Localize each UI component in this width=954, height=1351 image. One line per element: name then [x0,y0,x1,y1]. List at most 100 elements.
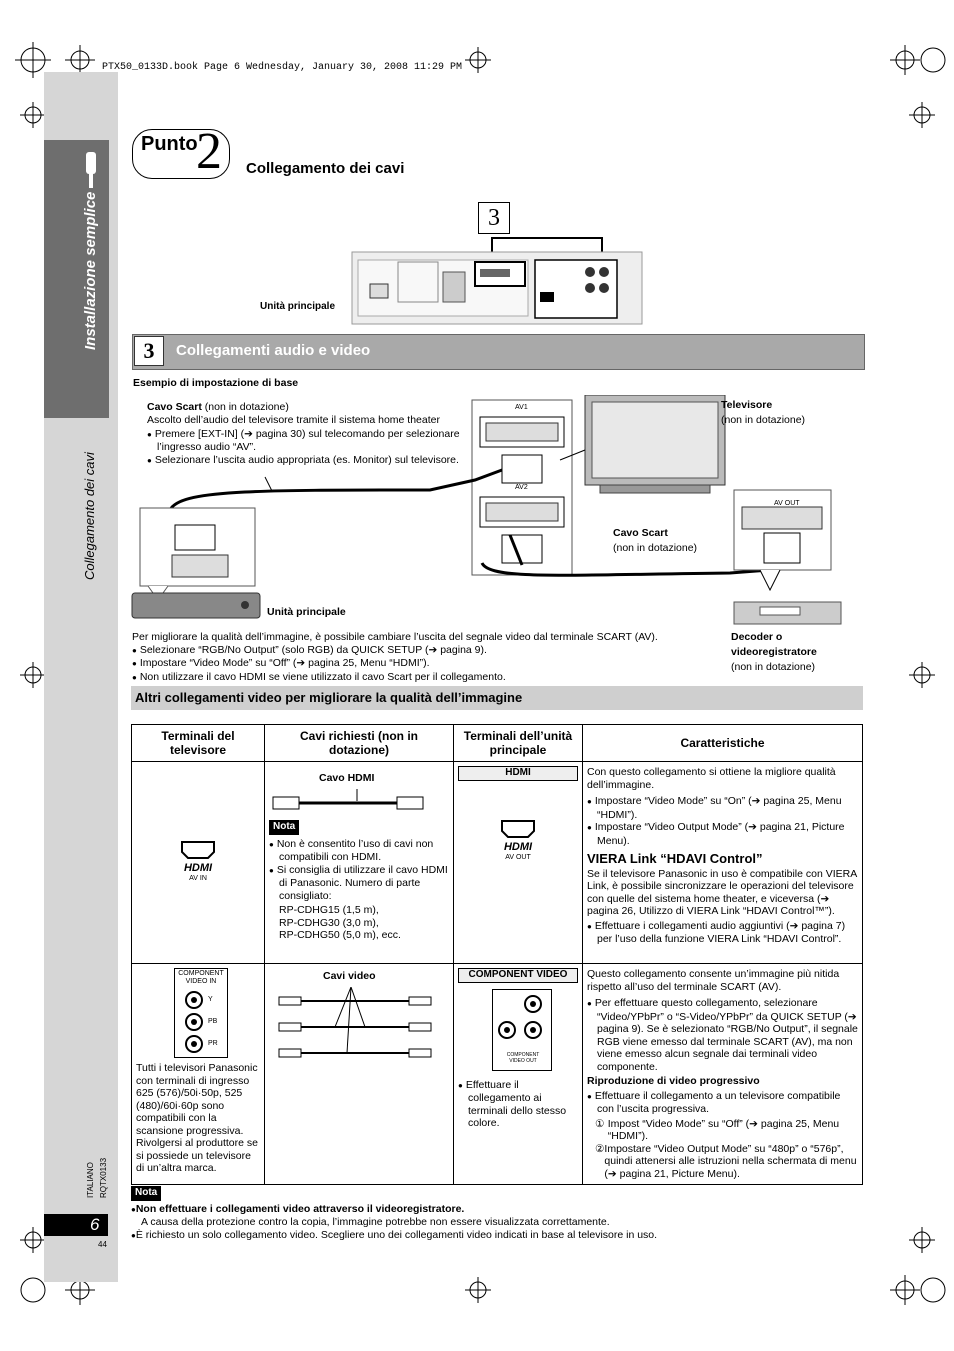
av1-label: AV1 [515,404,528,411]
hdmi-cable-icon [272,788,424,809]
step-word: Punto [141,133,198,155]
quality-text: Per migliorare la qualità dell’immagine,… [132,631,722,684]
header-unit-terminals: Terminali dell’unità principale [453,724,583,762]
cell-hdmi-cable: Cavo HDMI Nota Non è consentito l’uso di… [264,761,454,964]
prog-title: Riproduzione di video progressivo [587,1075,760,1087]
sidebar-code: RQTX0133 [99,1157,108,1198]
plug-icon [86,152,96,188]
table-header-row: Terminali del televisore Cavi richiesti … [131,724,863,762]
main-unit-label-2: Unità principale [267,606,346,618]
quality-bullet-3: Non utilizzare il cavo HDMI se viene uti… [140,671,722,685]
bottom-nota-label: Nota [131,1186,162,1201]
bottom-bullet-marker-1: ● [131,1204,136,1214]
comp-unit-label: COMPONENT VIDEO [458,968,578,983]
quality-bullet-1: Selezionare “RGB/No Output” (solo RGB) d… [140,644,722,658]
component-out-jacks-icon [498,994,542,1039]
hdmi-unit-terminal: AV OUT [505,854,531,861]
comp-pr: PR [208,1039,218,1047]
comp-y: Y [208,995,213,1003]
sidebar-lang: ITALIANO [86,1162,95,1198]
tv-label-note: (non in dotazione) [721,414,806,426]
cell-comp-unit: COMPONENT VIDEO COMPONENT VIDEO OUT Effe… [453,963,583,1185]
section-3-number: 3 [134,336,164,366]
viera-text: Se il televisore Panasonic in uso è comp… [587,867,857,918]
sidebar-section-tab [44,140,109,418]
cell-hdmi-features: Con questo collegamento si ottiene la mi… [582,761,863,964]
page-number-box [44,1214,108,1236]
step-title: Collegamento dei cavi [246,160,405,177]
file-header: PTX50_0133D.book Page 6 Wednesday, Janua… [102,62,463,73]
scart-note: (non in dotazione) [201,401,289,413]
hdmi-feat-intro: Con questo collegamento si ottiene la mi… [587,766,836,791]
bottom-bullet-1-bold: Non effettuare i collegamenti video attr… [135,1202,465,1215]
y-jack-icon [185,991,203,1009]
decoder-label-2: videoregistratore [731,646,817,658]
main-unit-rear-illustration [351,237,643,325]
viera-bullet-1: Effettuare i collegamenti audio aggiunti… [595,920,858,946]
bottom-note: Nota ●Non effettuare i collegamenti vide… [131,1186,851,1242]
altri-title: Altri collegamenti video per migliorare … [135,690,523,705]
table-row-hdmi: HDMI AV IN Cavo HDMI Nota Non è consenti… [131,761,863,964]
tv-label-title: Televisore [721,399,773,411]
comp-unit-sub: COMPONENT VIDEO OUT [506,1051,540,1064]
prog-step-1: Impost “Video Mode” su “Off” (➔ pagina 2… [607,1117,840,1143]
pb-jack-icon [185,1013,203,1031]
hdmi-cable-label: Cavo HDMI [319,772,375,784]
comp-tv-text: Tutti i televisori Panasonic con termina… [136,1062,258,1174]
hdmi-part-1: RP-CDHG15 (1,5 m), [279,904,379,916]
decoder-label-1: Decoder o [731,631,783,643]
section-3-bar [132,334,865,370]
hdmi-logo: HDMI [183,862,213,874]
hdmi-port-icon [181,840,215,859]
sub-page-number: 44 [98,1240,107,1249]
video-cables-icon [278,986,432,1057]
hdmi-part-2: RP-CDHG30 (3,0 m), [279,916,379,929]
comp-tv-title: COMPONENT VIDEO IN [178,970,224,985]
bottom-bullet-marker-2: ● [131,1230,136,1240]
cell-comp-tv: COMPONENT VIDEO IN Y PB PR Tutti i telev… [131,963,265,1185]
page-number: 6 [90,1215,100,1234]
av2-label: AV2 [515,484,528,491]
hdmi-nota-bullet-2: Si consiglia di utilizzare il cavo HDMI … [277,864,449,903]
comp-feat-bullet-1: Per effettuare questo collegamento, sele… [595,997,858,1073]
quality-bullet-2: Impostare “Video Mode” su “Off” (➔ pagin… [140,657,722,671]
comp-unit-bullet: Effettuare il collegamento ai terminali … [466,1079,578,1130]
comp-cable-label: Cavi video [323,970,376,982]
header-features: Caratteristiche [582,724,863,762]
cell-hdmi-tv: HDMI AV IN [131,761,265,964]
comp-feat-intro: Questo collegamento consente un’immagine… [587,968,840,993]
scart-bullet-1: Premere [EXT-IN] (➔ pagina 30) sul telec… [155,428,472,454]
cell-comp-cable: Cavi video [264,963,454,1185]
scart-description: Cavo Scart (non in dotazione) Ascolto de… [147,401,472,469]
viera-title: VIERA Link “HDAVI Control” [587,851,763,866]
step-1-marker: ① [595,1117,605,1130]
step-badge [132,129,230,179]
hdmi-tv-terminal: AV IN [189,875,207,882]
video-connections-table: Terminali del televisore Cavi richiesti … [131,724,863,1185]
prog-step-2: Impostare “Video Output Mode” su “480p” … [604,1142,857,1180]
main-unit-label: Unità principale [260,301,336,312]
tv-label: Televisore (non in dotazione) [721,399,805,427]
hdmi-part-3: RP-CDHG50 (5,0 m), ecc. [279,929,401,941]
scart2-note: (non in dotazione) [613,542,698,554]
hdmi-nota-label: Nota [269,820,300,835]
hdmi-unit-label: HDMI [458,766,578,781]
hdmi-feat-bullet-1: Impostare “Video Mode” su “On” (➔ pagina… [595,795,858,821]
table-row-component: COMPONENT VIDEO IN Y PB PR Tutti i telev… [131,963,863,1185]
comp-pb: PB [208,1017,218,1025]
header-cables: Cavi richiesti (non in dotazione) [264,724,454,762]
scart-connection-diagram [131,395,842,625]
scart2-label: Cavo Scart (non in dotazione) [613,527,697,555]
scart-label: Cavo Scart [147,401,202,413]
hdmi-feat-bullet-2: Impostare “Video Output Mode” (➔ pagina … [595,821,858,847]
header-tv-terminals: Terminali del televisore [131,724,265,762]
av-out-label: AV OUT [774,500,800,507]
quality-intro: Per migliorare la qualità dell’immagine,… [132,631,658,643]
scart-bullet-2: Selezionare l’uscita audio appropriata (… [155,454,472,467]
cell-hdmi-unit: HDMI HDMI AV OUT [453,761,583,964]
sidebar-section-title: Installazione semplice [82,191,99,350]
decoder-label: Decoder o videoregistratore (non in dota… [731,630,817,675]
altri-bar [131,686,863,710]
callout-3-box: 3 [478,202,510,234]
